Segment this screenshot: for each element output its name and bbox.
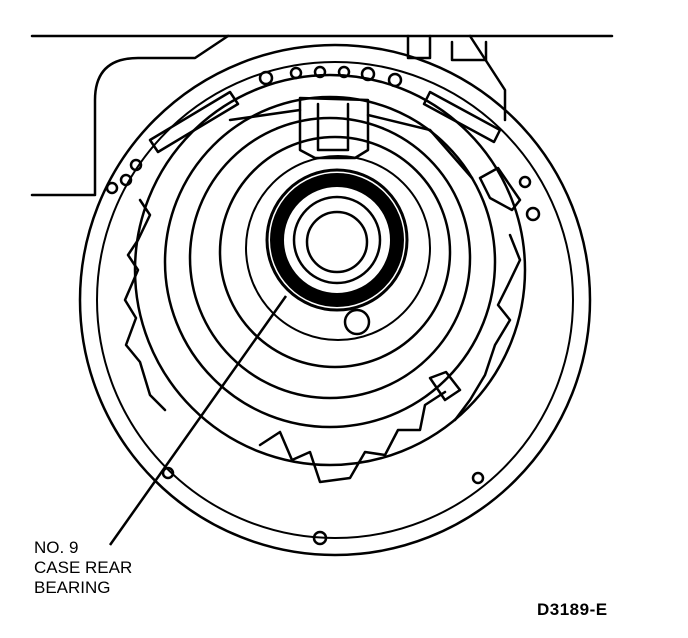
housing-small-hole — [343, 308, 371, 336]
callout-line-2: CASE REAR — [34, 558, 133, 577]
bearing-bore — [305, 210, 369, 274]
case-rear-bearing-outer — [265, 168, 409, 312]
bolt-hole — [337, 65, 351, 79]
bolt-hole — [129, 158, 143, 172]
callout-leader-line — [108, 295, 288, 546]
outer-flange — [78, 43, 592, 557]
bolt-hole — [471, 471, 485, 485]
bolt-hole — [525, 206, 541, 222]
bolt-hole — [119, 173, 133, 187]
bolt-hole — [313, 65, 327, 79]
top-tab — [298, 96, 370, 160]
spline-teeth-left — [123, 198, 167, 412]
bolt-hole — [518, 175, 532, 189]
bolt-hole — [312, 530, 328, 546]
bolt-hole — [161, 466, 175, 480]
bolt-hole — [258, 70, 274, 86]
housing-ring — [218, 135, 452, 369]
bolt-hole — [105, 181, 119, 195]
top-tab-inner — [316, 102, 350, 152]
figure-id: D3189-E — [537, 600, 608, 619]
lower-right-bracket — [428, 370, 462, 402]
spline-teeth-right — [453, 233, 522, 422]
case-top-right-boss — [450, 40, 488, 62]
right-bracket — [478, 166, 522, 212]
housing-ring — [163, 95, 497, 429]
housing-ring — [188, 116, 472, 400]
flange-slot-left — [148, 90, 240, 154]
callout-line-3: BEARING — [34, 578, 111, 597]
callout-line-1: NO. 9 — [34, 538, 79, 557]
spline-teeth-bottom — [258, 390, 447, 484]
bearing-callout: NO. 9 CASE REAR BEARING — [34, 538, 132, 598]
case-left-lug — [30, 34, 230, 197]
case-top-boss — [406, 34, 432, 60]
upper-arm — [228, 108, 474, 180]
housing-ring — [245, 155, 431, 341]
inner-flange — [96, 61, 574, 539]
bolt-hole — [360, 66, 376, 82]
case-rear-bearing-race — [270, 173, 404, 307]
housing-ring — [133, 73, 527, 467]
